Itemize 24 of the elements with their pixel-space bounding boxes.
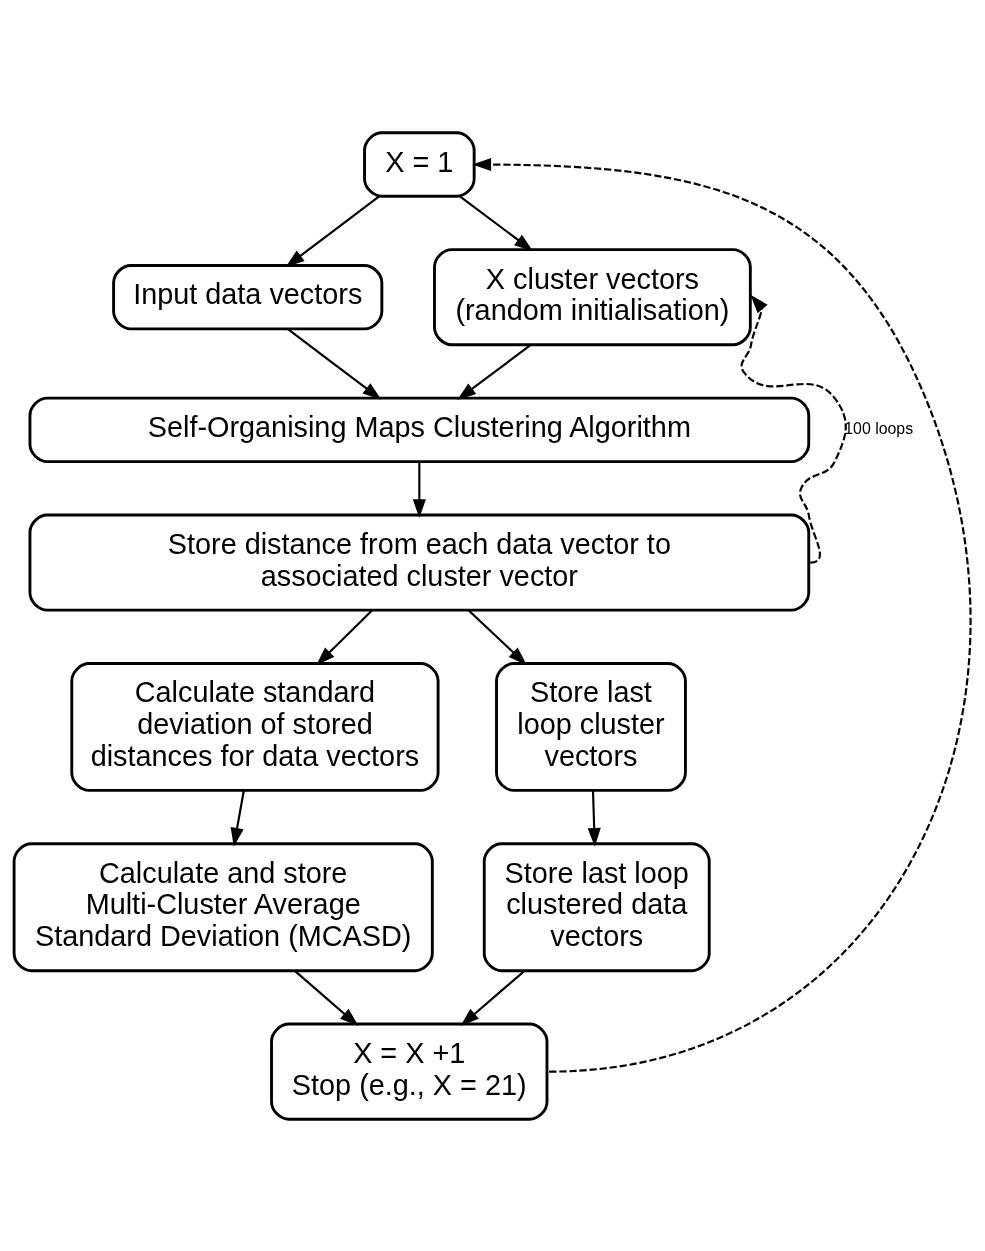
arrow <box>294 969 359 1026</box>
node-box: Self-Organising Maps Clustering Algorithm <box>28 396 811 463</box>
node-box: Store last loop clustered data vectors <box>482 841 711 972</box>
arrow <box>285 195 380 267</box>
node-box: Input data vectors <box>112 263 384 330</box>
arrow <box>459 195 533 251</box>
arrow <box>457 343 532 400</box>
arrow <box>412 461 426 518</box>
node-box: Calculate and store Multi-Cluster Average Standard Deviation (MCASD) <box>12 841 434 972</box>
arrow <box>316 609 373 665</box>
arrow <box>472 157 972 1073</box>
arrow <box>587 789 601 847</box>
arrow <box>467 609 527 665</box>
node-box: X cluster vectors (random initialisation) <box>433 247 752 346</box>
node-box: X = X +1 Stop (e.g., X = 21) <box>270 1022 549 1121</box>
node-box: X = 1 <box>363 130 476 198</box>
node-box: Store last loop cluster vectors <box>495 661 687 792</box>
node-box: Calculate standard deviation of stored distances for data vectors <box>70 661 440 792</box>
arrow <box>740 294 847 564</box>
arrow <box>460 969 525 1026</box>
arrow <box>287 327 382 400</box>
edge-label: 100 loops <box>844 419 914 437</box>
node-box: Store distance from each data vector to associated cluster vector <box>28 513 811 612</box>
arrow <box>230 789 245 847</box>
